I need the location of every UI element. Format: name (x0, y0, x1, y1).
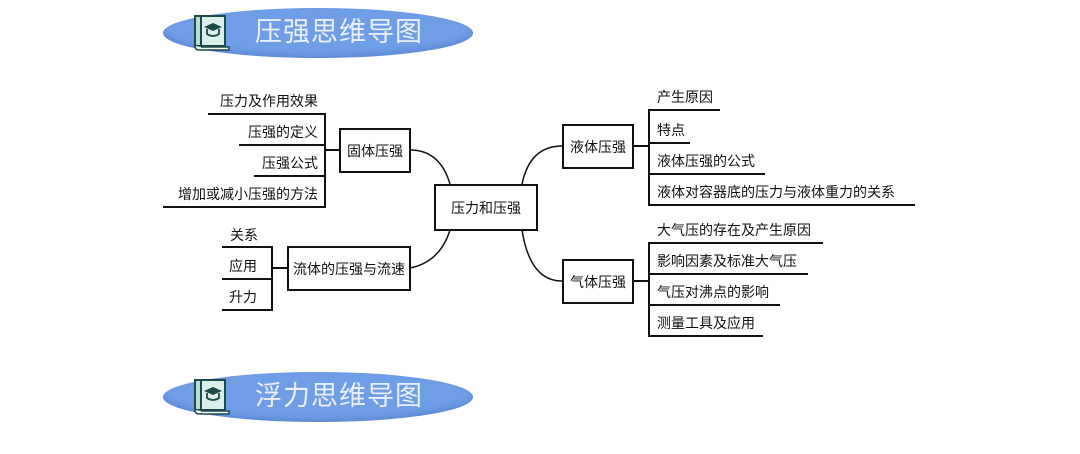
banner-buoyancy-mindmap: 浮力思维导图 (163, 372, 473, 422)
leaf-item[interactable]: 压力及作用效果 (220, 94, 318, 110)
node-fluid-pressure[interactable]: 流体的压强与流速 (287, 246, 411, 291)
book-graduation-cap-icon (194, 15, 230, 51)
central-node[interactable]: 压力和压强 (434, 184, 538, 231)
leaf-item[interactable]: 关系 (230, 228, 258, 244)
node-label: 流体的压强与流速 (293, 261, 405, 278)
leaf-item[interactable]: 液体对容器底的压力与液体重力的关系 (657, 185, 895, 201)
leaf-item[interactable]: 压强的定义 (248, 125, 318, 141)
curve-gas (521, 229, 563, 282)
leaf-item[interactable]: 气压对沸点的影响 (657, 285, 769, 301)
curve-fluid (409, 229, 451, 269)
node-label: 气体压强 (570, 274, 626, 291)
leaf-item[interactable]: 测量工具及应用 (657, 316, 755, 332)
node-solid-pressure[interactable]: 固体压强 (339, 128, 411, 173)
leaf-item[interactable]: 应用 (229, 259, 257, 275)
leaf-item[interactable]: 压强公式 (262, 156, 318, 172)
leaf-item[interactable]: 大气压的存在及产生原因 (657, 223, 811, 239)
book-graduation-cap-icon (194, 379, 230, 415)
banner-pressure-mindmap: 压强思维导图 (163, 8, 473, 58)
central-node-label: 压力和压强 (451, 200, 521, 217)
node-label: 固体压强 (347, 143, 403, 160)
banner-title: 浮力思维导图 (255, 381, 423, 412)
leaf-item[interactable]: 影响因素及标准大气压 (657, 254, 797, 270)
banner-title: 压强思维导图 (255, 17, 423, 48)
leaf-item[interactable]: 增加或减小压强的方法 (178, 187, 318, 203)
curve-solid (409, 149, 451, 185)
leaf-item[interactable]: 液体压强的公式 (657, 154, 755, 170)
leaf-item[interactable]: 特点 (657, 123, 685, 139)
leaf-item[interactable]: 升力 (229, 290, 257, 306)
node-liquid-pressure[interactable]: 液体压强 (562, 124, 634, 169)
leaf-item[interactable]: 产生原因 (657, 90, 713, 106)
node-gas-pressure[interactable]: 气体压强 (562, 259, 634, 304)
node-label: 液体压强 (570, 139, 626, 156)
curve-liquid (521, 145, 563, 185)
